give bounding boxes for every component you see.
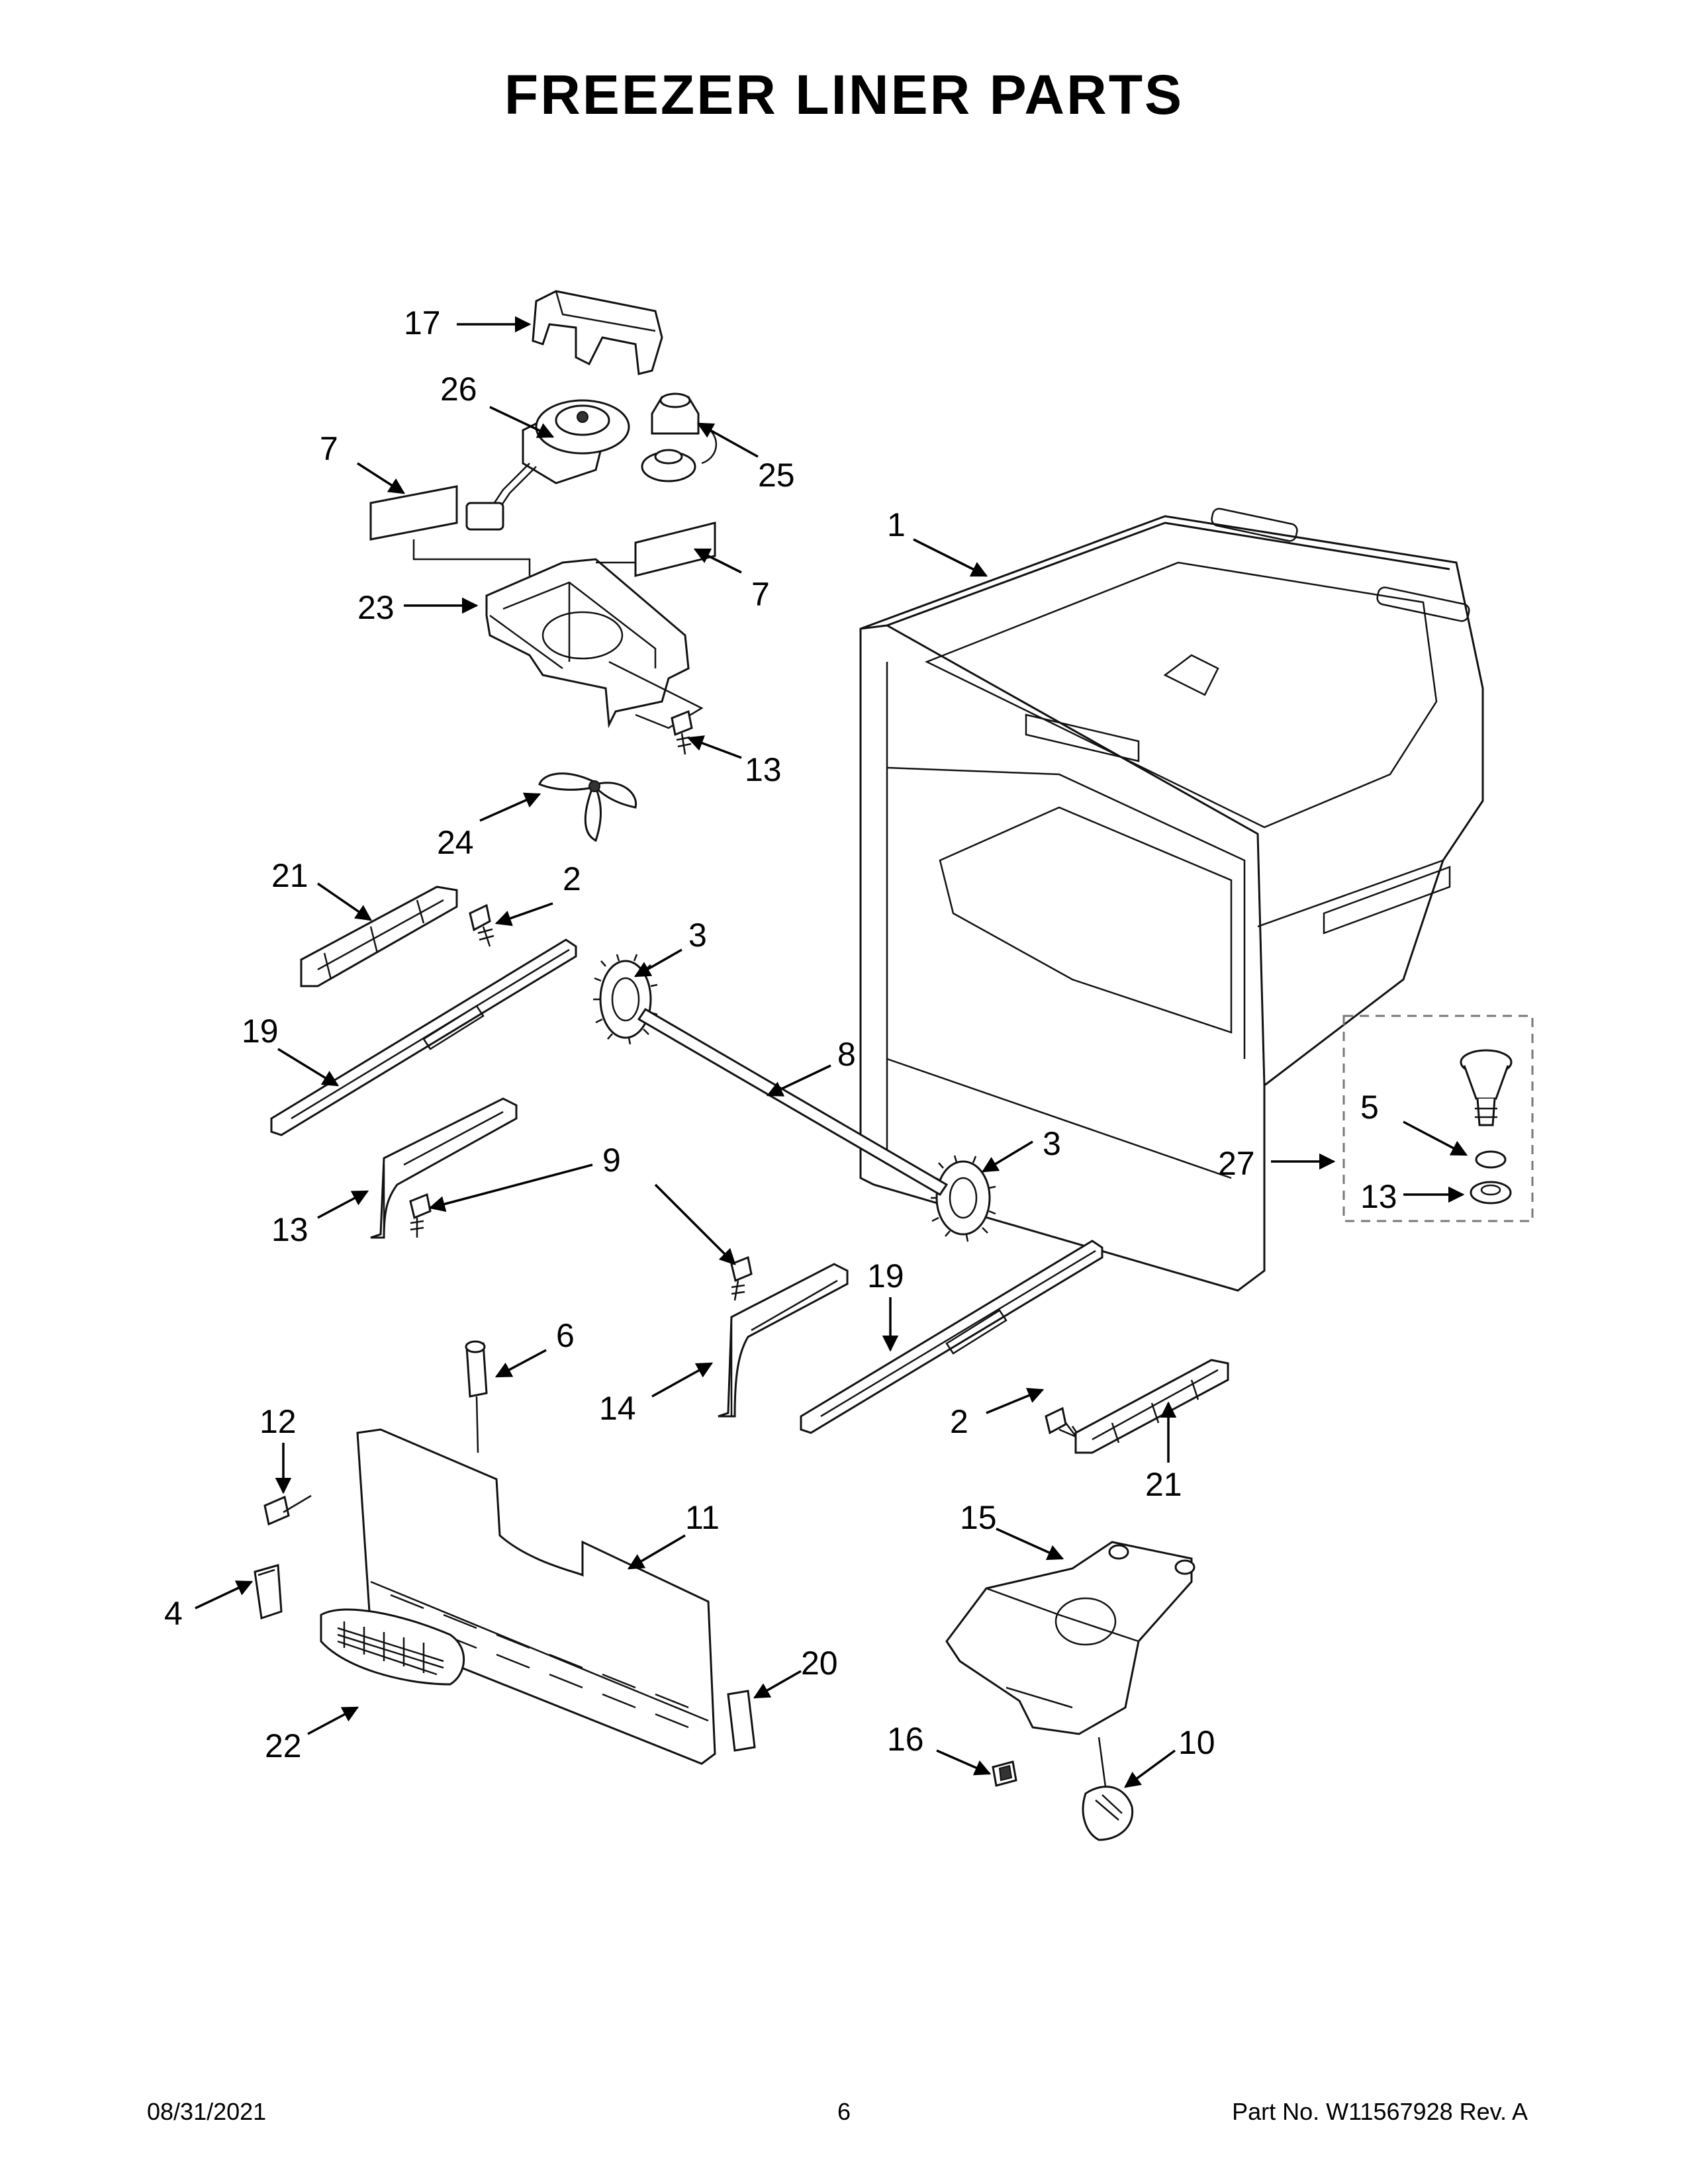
callout-7-right: 7 [751,576,770,613]
o-ring-part-10 [1475,1150,1507,1169]
freezer-liner-part [859,508,1484,1292]
callout-13-lower: 14 [599,1390,636,1427]
callout-23: 23 [357,589,395,626]
page-title: FREEZER LINER PARTS [504,64,1184,126]
gear-part-3-upper [593,954,658,1045]
callout-3-lower: 3 [1043,1125,1061,1162]
leader-lines [195,316,1468,1788]
evaporator-cover-part [356,1428,716,1765]
footer-page-number: 6 [837,2098,851,2125]
screw-part-17 [671,709,693,755]
callout-9: 10 [1178,1724,1215,1761]
guide-line-motor [412,539,531,576]
callout-16: 16 [887,1721,924,1758]
kit-box-27 [1342,1015,1534,1222]
callout-2-lower: 2 [950,1403,968,1440]
damper-part-25 [641,392,718,482]
fitting-part-10 [1460,1049,1513,1126]
callout-6: 6 [556,1317,575,1354]
callout-7-left: 7 [320,430,338,467]
callout-25: 25 [758,457,795,494]
slide-rail-lower [800,1240,1103,1434]
callout-19-upper: 19 [242,1013,279,1050]
callout-5: 8 [837,1036,856,1073]
foam-strip-part [727,1690,756,1752]
footer-date: 08/31/2021 [147,2098,267,2125]
callout-15: 17 [404,304,441,341]
rod-part-5 [637,1007,949,1197]
callout-17: 13 [745,751,782,788]
bracket-part-15 [532,290,663,375]
rail-guide-lower-right [1074,1359,1229,1454]
slide-rail-upper [270,938,577,1136]
knob-part-9 [1082,1786,1134,1841]
gear-part-3-lower [931,1155,996,1242]
callout-8: 9 [602,1142,621,1179]
callout-1: 1 [887,506,906,543]
callout-13-upper-visible: 13 [271,1211,308,1248]
callout-12: 12 [259,1403,297,1440]
fan-blade-part [538,772,637,842]
callout-21-lower: 21 [1145,1466,1182,1503]
screw-part-8-right [730,1255,753,1301]
screw-part-12 [263,1494,312,1526]
callout-19-lower: 19 [867,1257,904,1295]
fan-motor-part [465,399,630,531]
bin-part-14 [945,1541,1196,1735]
footer-part-number: Part No. W11567928 Rev. A [1232,2098,1528,2125]
callout-26: 26 [440,371,477,408]
rail-guide-upper-left [300,886,458,987]
grille-part [320,1608,465,1686]
callout-21-upper: 21 [271,857,308,894]
callout-27: 27 [1218,1145,1255,1182]
bracket-part-13-upper [370,1097,518,1239]
washer-part-18 [1470,1181,1512,1205]
callout-4: 4 [164,1595,183,1632]
callout-2-upper: 2 [563,860,581,897]
clip-part-16 [992,1760,1017,1787]
callout-14: 15 [960,1499,997,1536]
callout-24: 24 [437,824,474,861]
callout-11: 11 [685,1499,720,1536]
screw-part-8-left [409,1193,432,1238]
callout-10: 5 [1360,1089,1379,1126]
guide-line-gear [1098,1737,1107,1788]
callout-20: 20 [801,1645,838,1682]
callout-3-upper: 3 [688,917,707,954]
screw-part-2-upper [469,903,494,947]
sensor-part-6 [465,1340,488,1453]
clip-part-4 [254,1564,283,1619]
fan-housing-part [485,558,704,729]
callout-labels: 17 26 25 7 7 1 23 13 24 21 2 3 8 19 3 27… [164,304,1397,1764]
bracket-part-13-lower [718,1263,849,1418]
foam-pad-left [369,485,458,541]
callout-18: 13 [1360,1178,1397,1215]
callout-22: 22 [265,1727,302,1764]
foam-pad-right [634,522,716,577]
